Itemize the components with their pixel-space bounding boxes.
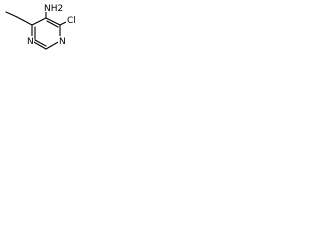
amine-label-mask <box>43 2 61 12</box>
bond-c2-n1-inner <box>34 39 47 47</box>
atom-labels: NH2 Cl N N <box>26 2 78 47</box>
ring-nitrogen-bottom-mask <box>58 36 66 45</box>
bond-oxygen-c6 <box>16 16 33 26</box>
bond-c5-c4-single <box>45 17 61 26</box>
ring-nitrogen-top-mask <box>26 36 34 45</box>
amine-label: NH2 <box>44 4 63 14</box>
bond-c5-c4-inner <box>46 20 59 28</box>
ring-nitrogen-top-label: N <box>27 37 34 47</box>
bond-methyl-oxygen <box>5 11 18 18</box>
chemical-structure: NH2 Cl N N <box>5 2 78 50</box>
ring-nitrogen-bottom-label: N <box>59 37 66 47</box>
chlorine-label-mask <box>66 14 78 24</box>
bond-c6-c5 <box>31 17 47 26</box>
bond-n3-c2 <box>45 40 61 50</box>
chlorine-label: Cl <box>67 16 76 26</box>
bond-c2-n1 <box>31 40 47 50</box>
